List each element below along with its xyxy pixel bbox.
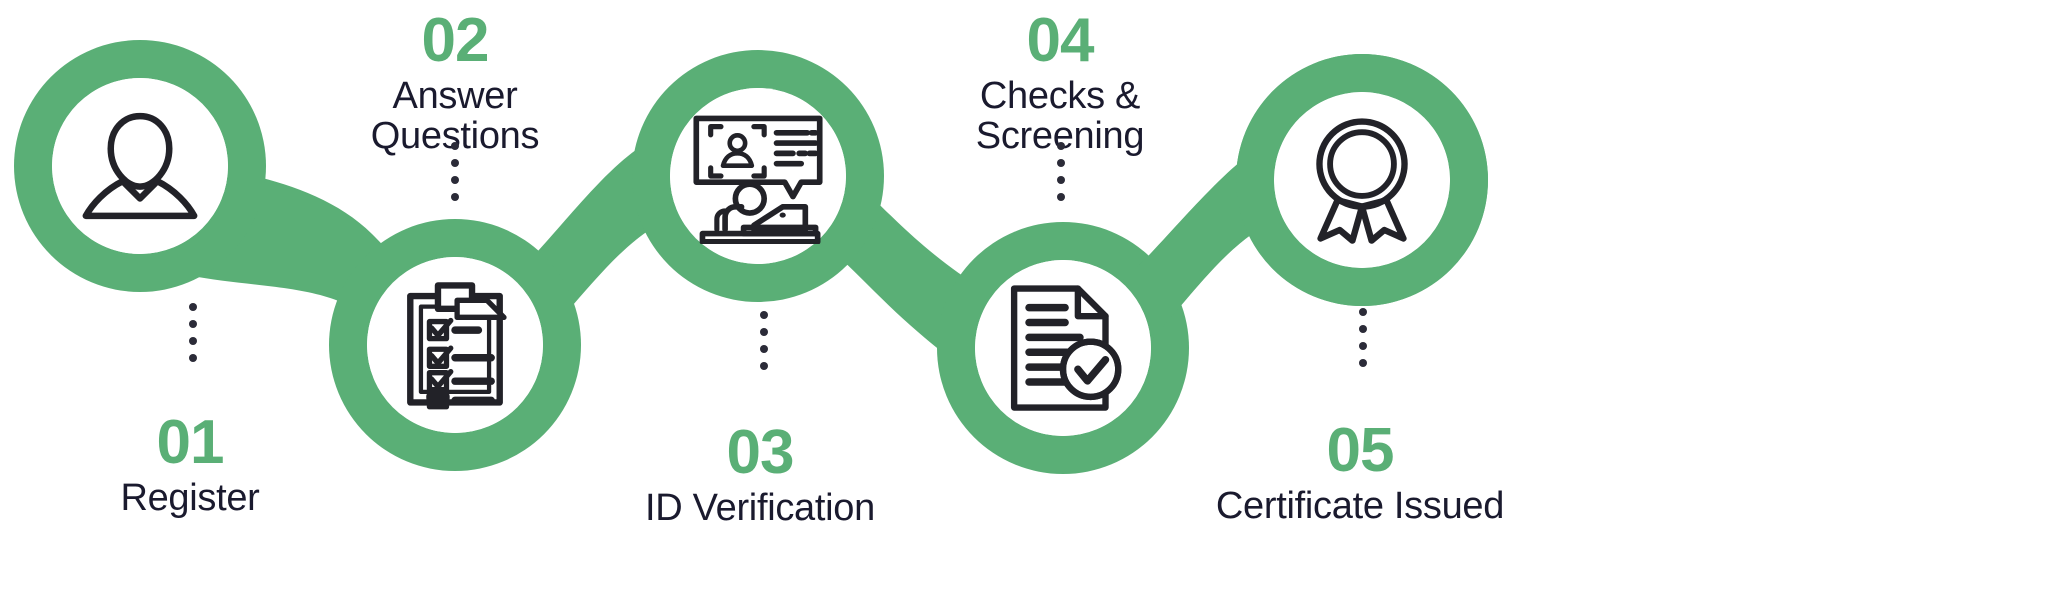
step-number-5: 05 <box>1326 416 1395 485</box>
step-node-1[interactable] <box>52 78 228 254</box>
step-caption-1: Register <box>120 476 260 519</box>
step-caption-5: Certificate Issued <box>1215 484 1505 527</box>
step-node-2[interactable] <box>367 257 543 433</box>
step-connector-dots-2 <box>451 142 459 210</box>
step-node-3[interactable] <box>670 88 846 264</box>
step-connector-dots-5 <box>1359 308 1367 376</box>
step-connector-dots-1 <box>189 303 197 371</box>
step-connector-dots-4 <box>1057 142 1065 210</box>
step-label-3: 03 ID Verification <box>580 420 940 528</box>
step-label-4: 04 Checks & Screening <box>880 8 1240 156</box>
step-number-4: 04 <box>1026 6 1095 75</box>
award-ribbon-icon <box>1299 113 1425 247</box>
step-number-1: 01 <box>156 408 225 477</box>
step-label-1: 01 Register <box>10 410 370 518</box>
step-number-3: 03 <box>726 418 795 487</box>
step-label-2: 02 Answer Questions <box>275 8 635 156</box>
step-node-5[interactable] <box>1274 92 1450 268</box>
step-connector-dots-3 <box>760 311 768 379</box>
step-caption-3: ID Verification <box>645 486 875 529</box>
clipboard-checklist-icon <box>389 279 521 411</box>
step-node-4[interactable] <box>975 260 1151 436</box>
document-check-icon <box>997 280 1129 416</box>
id-verification-icon <box>686 108 830 244</box>
user-avatar-icon <box>75 101 205 231</box>
step-number-2: 02 <box>421 6 490 75</box>
step-label-5: 05 Certificate Issued <box>1180 418 1540 526</box>
